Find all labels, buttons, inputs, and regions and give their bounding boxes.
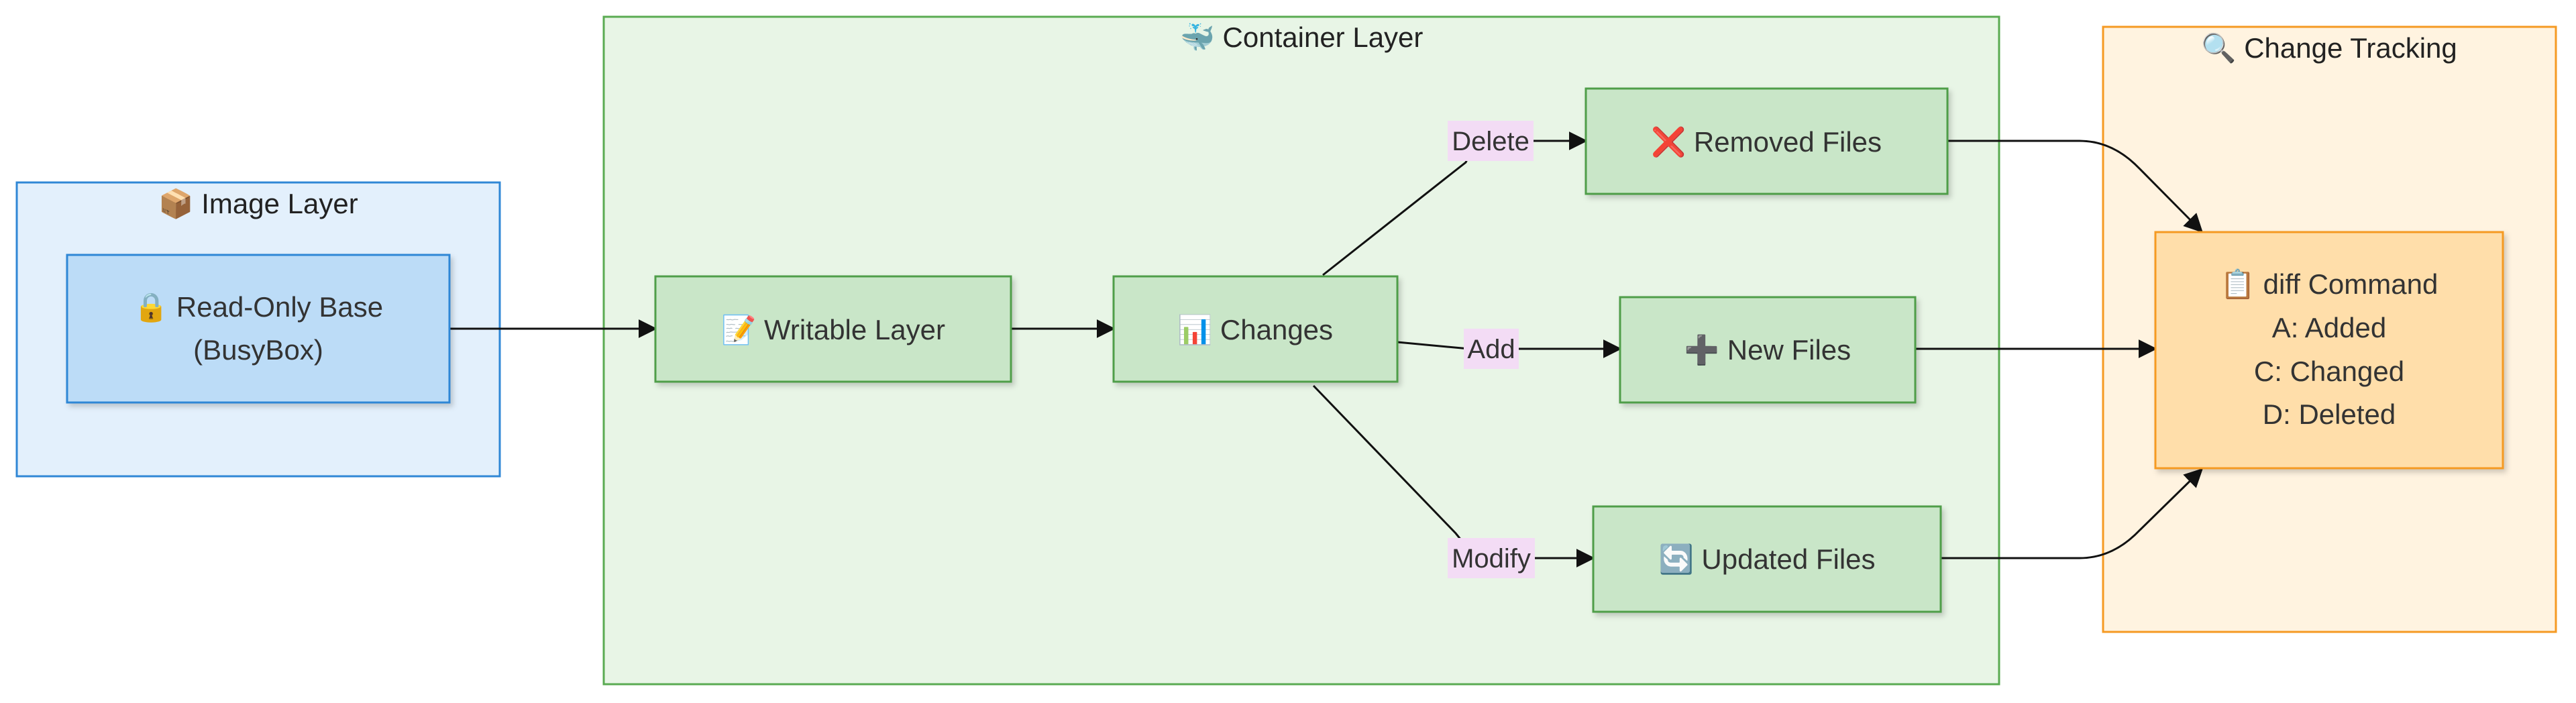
node-writable-layer-box[interactable] bbox=[654, 275, 1012, 383]
edge-label-delete-text: Delete bbox=[1452, 127, 1529, 156]
node-diff-command-line2: A: Added bbox=[2272, 312, 2386, 343]
edge-label-add-text: Add bbox=[1467, 335, 1515, 364]
node-diff-command-line3: C: Changed bbox=[2254, 356, 2404, 387]
node-removed-files-box[interactable] bbox=[1585, 87, 1949, 195]
node-changes-label: 📊 Changes bbox=[1177, 313, 1333, 346]
node-changes-box[interactable] bbox=[1112, 275, 1399, 383]
node-new-files[interactable]: ➕ New Files bbox=[1619, 296, 1917, 404]
edge-label-delete-bg bbox=[1448, 121, 1534, 161]
edge-label-add: Add bbox=[1464, 329, 1519, 369]
edge-updated-to-diff bbox=[1941, 468, 2204, 559]
edge-label-delete: Delete bbox=[1448, 121, 1534, 161]
edge-removed-to-diff bbox=[1947, 140, 2203, 233]
node-diff-command[interactable]: 📋 diff Command A: Added C: Changed D: De… bbox=[2154, 231, 2504, 470]
node-updated-files-label: 🔄 Updated Files bbox=[1658, 543, 1875, 576]
node-diff-command-line1: 📋 diff Command bbox=[2220, 268, 2438, 301]
edge-label-modify-text: Modify bbox=[1452, 544, 1531, 574]
node-removed-files[interactable]: ❌ Removed Files bbox=[1585, 87, 1949, 195]
edge-label-modify-bg bbox=[1448, 538, 1535, 578]
edge-label-add-bg bbox=[1464, 329, 1519, 369]
node-writable-layer-label: 📝 Writable Layer bbox=[721, 313, 945, 346]
node-readonly-base[interactable]: 🔒 Read-Only Base (BusyBox) bbox=[66, 254, 451, 404]
node-diff-command-box[interactable] bbox=[2154, 231, 2504, 470]
node-updated-files[interactable]: 🔄 Updated Files bbox=[1592, 505, 1942, 613]
node-new-files-label: ➕ New Files bbox=[1684, 333, 1851, 366]
node-updated-files-box[interactable] bbox=[1592, 505, 1942, 613]
node-changes[interactable]: 📊 Changes bbox=[1112, 275, 1399, 383]
cluster-change-tracking-title: 🔍 Change Tracking bbox=[2201, 30, 2457, 64]
node-removed-files-label: ❌ Removed Files bbox=[1651, 125, 1882, 159]
node-diff-command-line4: D: Deleted bbox=[2263, 398, 2396, 430]
node-readonly-base-line1: 🔒 Read-Only Base bbox=[133, 291, 383, 323]
node-readonly-base-box[interactable] bbox=[66, 254, 451, 404]
cluster-container-layer-title: 🐳 Container Layer bbox=[1180, 21, 1424, 53]
node-writable-layer[interactable]: 📝 Writable Layer bbox=[654, 275, 1012, 383]
edge-label-modify: Modify bbox=[1448, 538, 1535, 578]
node-readonly-base-line2: (BusyBox) bbox=[193, 334, 323, 366]
node-new-files-box[interactable] bbox=[1619, 296, 1917, 404]
cluster-image-layer-title: 📦 Image Layer bbox=[158, 187, 358, 220]
